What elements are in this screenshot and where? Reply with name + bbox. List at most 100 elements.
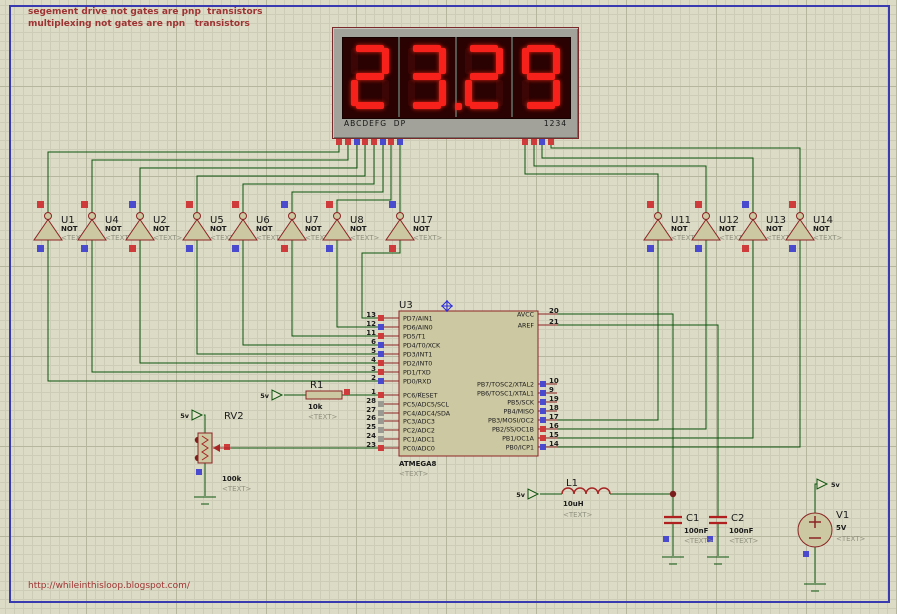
not-gate-U8-type: NOT (350, 225, 367, 233)
wire[interactable] (139, 240, 381, 364)
mcu-body[interactable] (398, 310, 539, 457)
state-indicator (81, 201, 88, 208)
potentiometer-rv2[interactable] (197, 432, 213, 464)
wire[interactable] (336, 145, 392, 213)
state-indicator (540, 435, 546, 441)
segment-e (521, 80, 529, 106)
state-indicator (742, 245, 749, 252)
power-terminal-icon[interactable] (527, 488, 540, 500)
not-gate-U11-bubble[interactable] (654, 212, 662, 220)
resistor-r1[interactable] (305, 390, 343, 400)
wire[interactable] (541, 145, 754, 213)
mcu-pin-name: PD7/AIN1 (403, 316, 433, 323)
mcu-pin-number: 4 (371, 356, 376, 364)
wire[interactable] (557, 324, 719, 516)
mcu-pin-name: AREF (518, 323, 535, 330)
power-terminal-icon[interactable] (816, 478, 829, 490)
battery-v1[interactable] (797, 512, 833, 548)
wire[interactable] (533, 145, 707, 213)
not-gate-U1-bubble[interactable] (44, 212, 52, 220)
state-indicator (789, 245, 796, 252)
seven-segment-display[interactable]: ABCDEFG DP 1234 (332, 27, 579, 139)
state-indicator (281, 245, 288, 252)
inductor-l1-value: 10uH (563, 500, 584, 508)
battery-v1-ref: V1 (836, 510, 849, 521)
mcu-pin-name: AVCC (517, 312, 535, 319)
wire[interactable] (242, 145, 375, 213)
not-gate-U12[interactable] (691, 218, 721, 241)
not-gate-U17-ref: U17 (413, 215, 433, 226)
state-indicator (540, 417, 546, 423)
not-gate-U12-bubble[interactable] (702, 212, 710, 220)
state-indicator (378, 436, 384, 442)
wire[interactable] (242, 240, 381, 346)
not-gate-U8-bubble[interactable] (333, 212, 341, 220)
not-gate-U13[interactable] (738, 218, 768, 241)
power-terminal-icon[interactable] (191, 409, 204, 421)
not-gate-U4-bubble[interactable] (88, 212, 96, 220)
wire[interactable] (139, 145, 358, 213)
wire[interactable] (524, 145, 659, 213)
wire[interactable] (91, 240, 381, 373)
state-indicator (232, 201, 239, 208)
not-gate-U6[interactable] (228, 218, 258, 241)
not-gate-U14[interactable] (785, 218, 815, 241)
not-gate-U5-bubble[interactable] (193, 212, 201, 220)
not-gate-U11[interactable] (643, 218, 673, 241)
wire[interactable] (291, 145, 384, 213)
not-gate-U13-text: <TEXT> (766, 234, 796, 242)
state-indicator (663, 536, 669, 542)
wire[interactable] (557, 240, 659, 421)
not-gate-U7-ref: U7 (305, 215, 319, 226)
power-terminal-icon[interactable] (271, 389, 284, 401)
wire[interactable] (361, 240, 401, 319)
not-gate-U7-bubble[interactable] (288, 212, 296, 220)
wire[interactable] (196, 145, 366, 213)
wire[interactable] (47, 145, 340, 213)
wire[interactable] (550, 145, 801, 213)
mcu-pin-number: 6 (371, 338, 376, 346)
state-indicator (224, 444, 230, 450)
state-indicator (378, 315, 384, 321)
resistor-r1-text: <TEXT> (308, 413, 338, 421)
not-gate-U6-text: <TEXT> (256, 234, 286, 242)
wire[interactable] (196, 240, 381, 355)
wire[interactable] (91, 145, 349, 213)
segment-g (413, 73, 442, 80)
wire[interactable] (557, 240, 801, 448)
not-gate-U8[interactable] (322, 218, 352, 241)
not-gate-U17-bubble[interactable] (396, 212, 404, 220)
wire[interactable] (557, 240, 707, 430)
not-gate-U1[interactable] (33, 218, 63, 241)
mcu-pin-name: PC6/RESET (403, 393, 438, 400)
not-gate-U7[interactable] (277, 218, 307, 241)
state-indicator (345, 139, 351, 145)
wire[interactable] (557, 240, 754, 439)
segment-b (382, 48, 390, 74)
not-gate-U5[interactable] (182, 218, 212, 241)
not-gate-U2-ref: U2 (153, 215, 167, 226)
mcu-pin-number: 9 (549, 386, 554, 394)
resistor-r1-value: 10k (308, 403, 323, 411)
not-gate-U17[interactable] (385, 218, 415, 241)
mcu-pin-name: PC1/ADC1 (403, 437, 435, 444)
wire[interactable] (291, 240, 381, 337)
not-gate-U2-bubble[interactable] (136, 212, 144, 220)
wire[interactable] (814, 483, 817, 513)
not-gate-U2[interactable] (125, 218, 155, 241)
state-indicator (326, 201, 333, 208)
not-gate-U13-bubble[interactable] (749, 212, 757, 220)
wire[interactable] (557, 313, 674, 516)
inductor-l1[interactable] (561, 487, 611, 495)
wire[interactable] (47, 240, 381, 382)
wire[interactable] (336, 240, 381, 328)
mcu-pin-number: 10 (549, 377, 559, 385)
mcu-pin-name: PC3/ADC3 (403, 419, 435, 426)
not-gate-U6-bubble[interactable] (239, 212, 247, 220)
not-gate-U4[interactable] (77, 218, 107, 241)
state-indicator (742, 201, 749, 208)
not-gate-U14-bubble[interactable] (796, 212, 804, 220)
wire[interactable] (204, 414, 206, 433)
mcu-pin-number: 20 (549, 307, 559, 315)
